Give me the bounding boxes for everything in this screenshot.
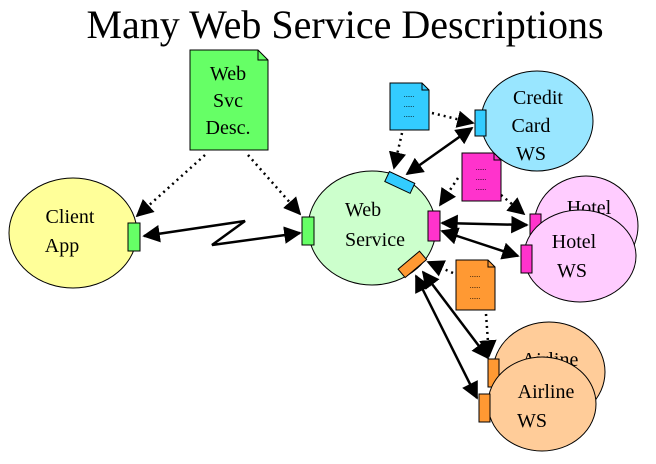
hotel-label-line-2: WS xyxy=(557,260,587,282)
web-svc-desc-line-2: Svc xyxy=(213,90,243,112)
client-app-node: Client App xyxy=(8,177,141,289)
credit-doc-line-2: ...... xyxy=(404,101,415,109)
hotel-desc-document: ...... ...... ...... xyxy=(461,152,502,202)
hotel-doc-to-hotel-arrow xyxy=(500,194,526,216)
client-label-line-1: Client xyxy=(46,206,95,228)
credit-doc-line-1: ...... xyxy=(404,91,415,99)
credit-label-line-3: WS xyxy=(516,143,546,165)
hotel-ws-node: Hotel WS xyxy=(520,209,637,303)
airline-doc-to-web-service-arrow xyxy=(426,260,454,277)
page-title: Many Web Service Descriptions xyxy=(86,2,603,47)
credit-card-desc-document: ...... ...... ...... xyxy=(389,82,430,131)
airline-doc-line-3: ...... xyxy=(470,293,481,301)
web-service-port-airline xyxy=(397,250,428,279)
desc-to-client-arrow xyxy=(135,154,206,218)
credit-doc-line-3: ...... xyxy=(404,111,415,119)
airline-doc-to-airline-arrow xyxy=(479,313,497,358)
web-service-label-line-2: Service xyxy=(345,229,405,251)
web-service-port-hotel xyxy=(427,210,441,242)
airline-doc-line-1: ...... xyxy=(470,271,481,279)
web-svc-desc-document: Web Svc Desc. xyxy=(189,49,269,151)
client-label-line-2: App xyxy=(45,235,79,257)
web-service-to-credit-connection xyxy=(405,126,474,176)
hotel-label-line-1: Hotel xyxy=(552,231,597,253)
web-service-to-hotel-connection xyxy=(440,227,520,260)
airline-doc-line-2: ...... xyxy=(470,282,481,290)
client-port xyxy=(127,222,141,252)
credit-doc-to-web-service-arrow xyxy=(388,132,407,170)
credit-label-line-2: Card xyxy=(512,115,551,137)
web-service-to-airline-connection xyxy=(414,274,479,400)
credit-label-line-1: Credit xyxy=(513,87,563,109)
web-service-node: Web Service xyxy=(301,170,441,286)
web-svc-desc-line-1: Web xyxy=(210,63,246,85)
airline-label-line-1: Airline xyxy=(518,381,575,403)
service-connections xyxy=(142,126,529,400)
hotel-port xyxy=(520,244,533,274)
hotel-doc-line-2: ...... xyxy=(476,174,487,182)
web-service-port-client xyxy=(301,216,315,246)
web-service-port-credit xyxy=(384,170,416,195)
airline-ws-node: Airline WS xyxy=(478,356,597,452)
web-service-label-line-1: Web xyxy=(345,199,381,221)
web-svc-desc-line-3: Desc. xyxy=(206,117,251,139)
credit-card-port xyxy=(474,109,487,137)
client-to-web-service-connection xyxy=(142,219,302,247)
credit-card-ws-node: Credit Card WS xyxy=(474,70,594,172)
hotel-doc-to-web-service-arrow xyxy=(438,177,460,207)
airline-port xyxy=(478,393,491,423)
hotel-doc-line-3: ...... xyxy=(476,184,487,192)
hotel-doc-line-1: ...... xyxy=(476,164,487,172)
airline-desc-document: ...... ...... ...... xyxy=(455,259,496,311)
desc-to-web-service-arrow xyxy=(247,154,302,216)
web-service-to-hotel-back-connection xyxy=(440,214,529,234)
credit-doc-to-credit-arrow xyxy=(431,110,475,128)
airline-label-line-2: WS xyxy=(517,410,547,432)
